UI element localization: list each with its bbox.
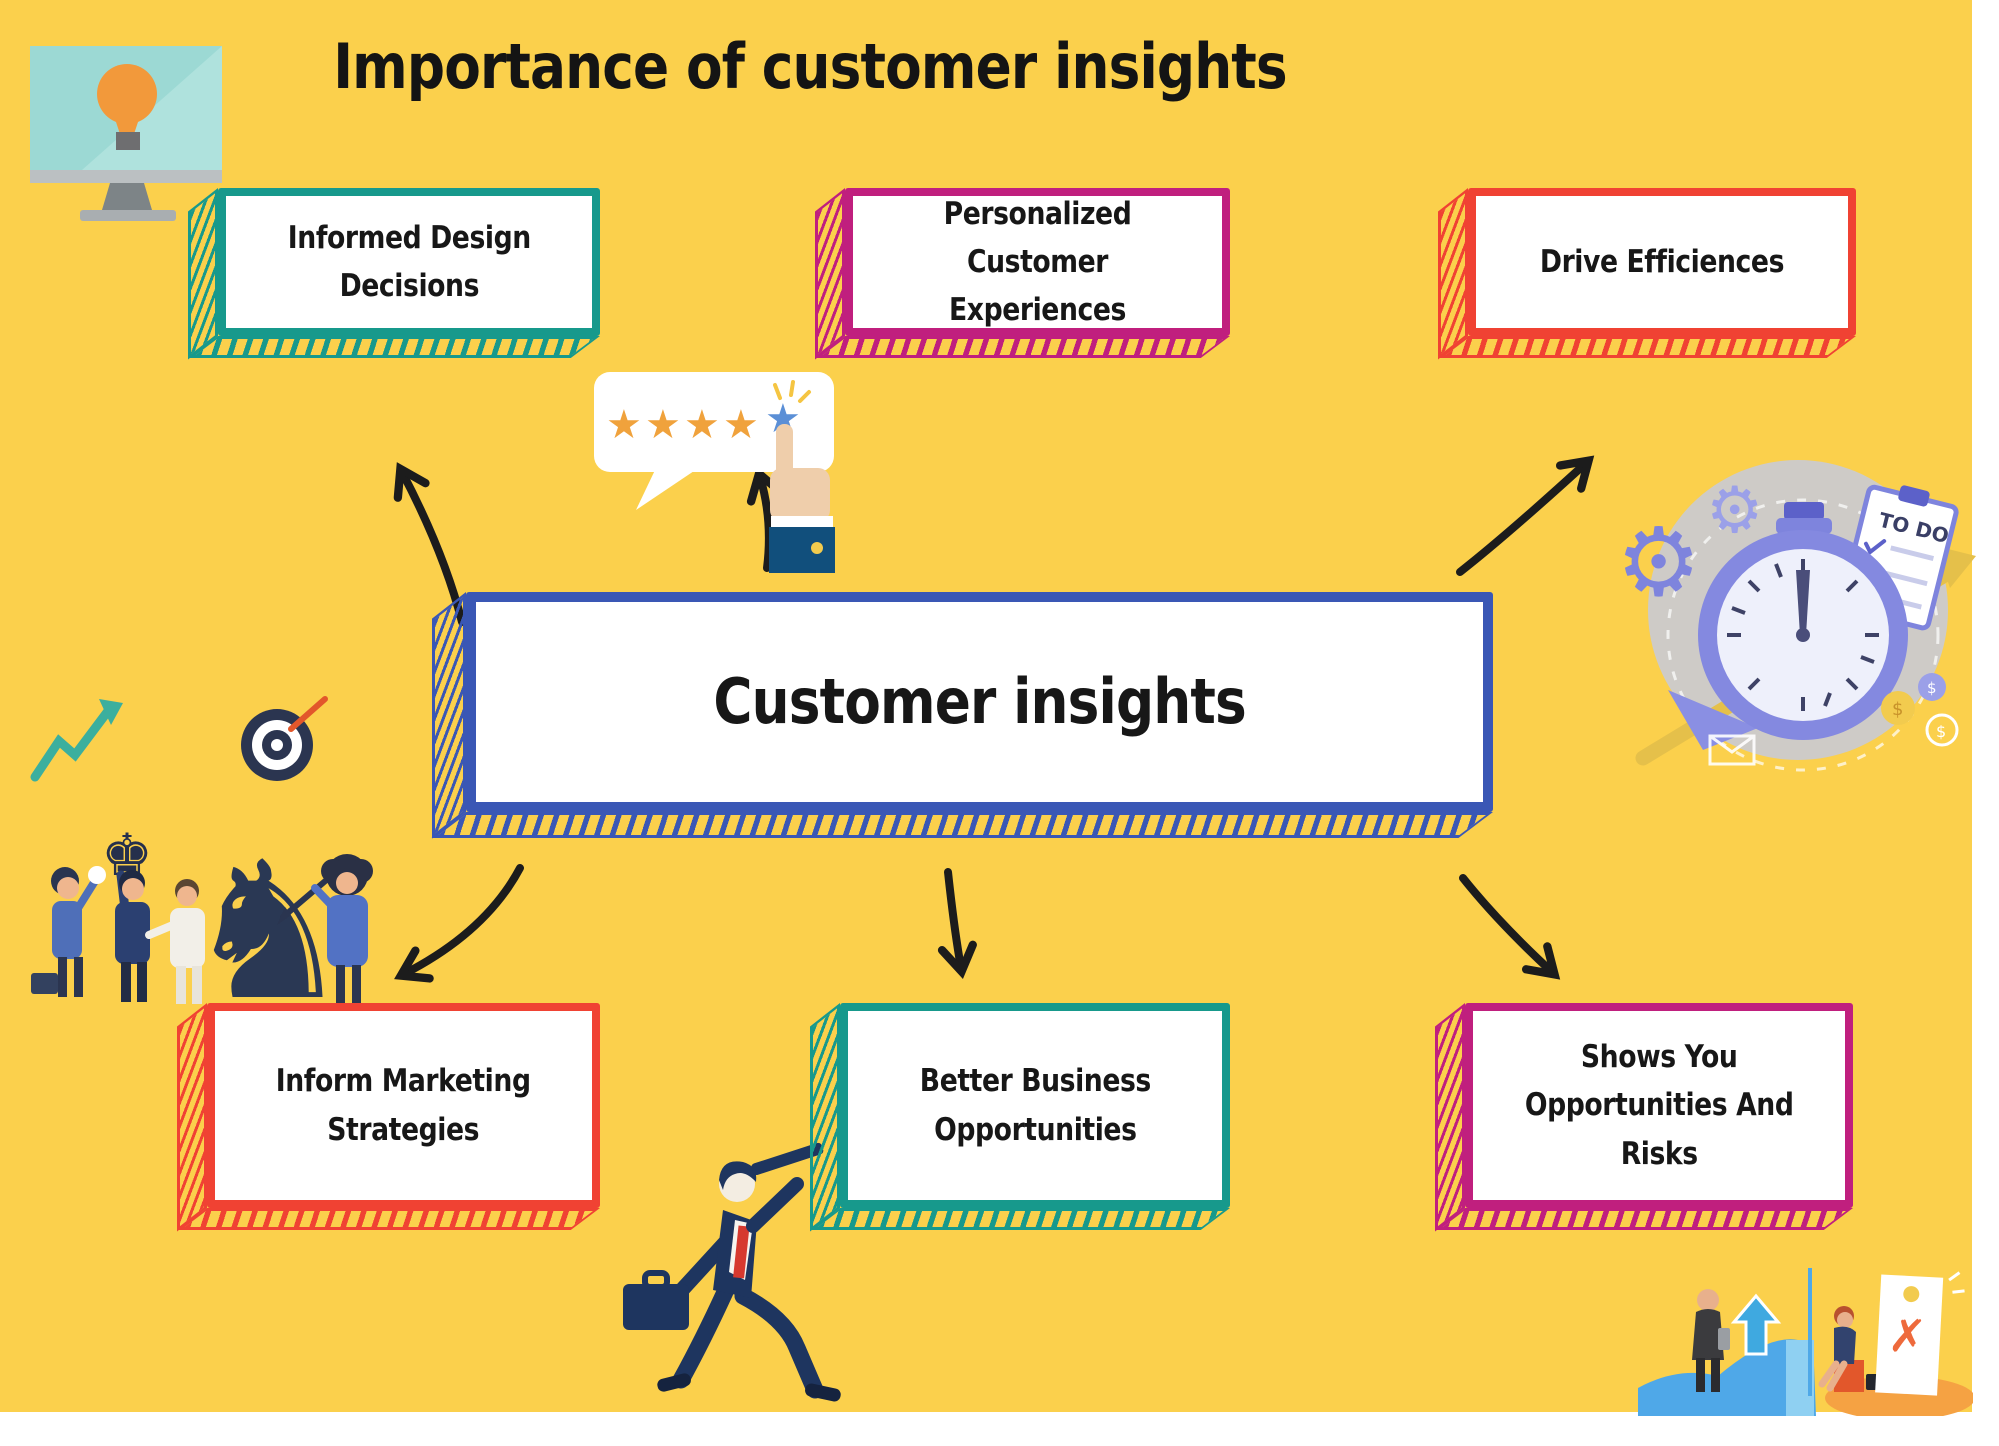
star-icon: ★ <box>684 402 720 448</box>
front-leg <box>734 1287 824 1399</box>
box-side-bottom <box>431 812 1493 838</box>
watch-hand <box>1796 570 1810 635</box>
cross-icon: ✗ <box>1887 1308 1928 1364</box>
growth-zigzag-arrow <box>30 702 116 782</box>
box-side-left <box>810 1003 840 1232</box>
laptop <box>1718 1328 1730 1350</box>
opportunities-and-risks-illustration: ✗ <box>1638 1268 1973 1416</box>
briefcase <box>31 973 58 994</box>
lightbulb-icon <box>97 64 157 124</box>
envelope-outline <box>1708 734 1756 766</box>
node-customer-insights: Customer insights <box>431 592 1493 839</box>
raised-arm <box>746 1177 804 1233</box>
waterfall <box>1786 1340 1814 1416</box>
center-label: Customer insights <box>713 664 1246 738</box>
person-navy-suit <box>115 870 150 1002</box>
svg-text:$: $ <box>1936 722 1946 741</box>
sitting-woman <box>1818 1306 1886 1392</box>
monitor-base <box>80 210 176 221</box>
cufflink <box>811 542 823 554</box>
node-label: Shows You Opportunities And Risks <box>1524 1039 1794 1172</box>
back-leg <box>672 1283 734 1389</box>
box-side-left <box>1435 1003 1465 1232</box>
speech-bubble <box>594 372 834 472</box>
box-side-left <box>815 188 845 360</box>
bulb-dot <box>1903 1286 1920 1303</box>
node-inform-marketing: Inform Marketing Strategies <box>177 1003 601 1232</box>
node-drive-efficiences: Drive Efficiences <box>1438 188 1856 360</box>
node-shows-opportunities-risks: Shows You Opportunities And Risks <box>1435 1003 1853 1232</box>
star-icon: ★ <box>606 402 642 448</box>
node-panel: Drive Efficiences <box>1468 188 1856 336</box>
node-panel: Better Business Opportunities <box>840 1003 1230 1208</box>
node-panel: Shows You Opportunities And Risks <box>1465 1003 1853 1208</box>
person-blue-coat <box>31 866 106 997</box>
clock-ticks <box>1727 559 1879 711</box>
box-side-left <box>177 1003 207 1232</box>
idea-monitor-illustration <box>30 46 222 221</box>
sparkles <box>1948 1271 1965 1294</box>
time-efficiency-illustration: ⚙ ⚙ TO DO $ $ $ <box>1616 460 1976 772</box>
svg-text:$: $ <box>1927 679 1937 697</box>
monitor-stand <box>102 183 152 210</box>
box-side-bottom <box>1435 1208 1853 1230</box>
monitor-bezel <box>30 170 222 183</box>
briefcase <box>623 1284 689 1330</box>
shoe <box>657 1373 691 1392</box>
red-tie <box>733 1225 750 1279</box>
node-personalized-experiences: Personalized Customer Experiences <box>815 188 1230 360</box>
svg-text:$: $ <box>1892 699 1903 720</box>
node-label: Better Business Opportunities <box>919 1063 1151 1148</box>
node-panel: Personalized Customer Experiences <box>845 188 1230 336</box>
standing-man <box>1692 1289 1730 1392</box>
center-panel: Customer insights <box>466 592 1493 812</box>
strategy-team-illustration: ♚ ♞ <box>30 696 373 1010</box>
person-white-suit <box>145 879 205 1004</box>
star-icon: ★ <box>723 402 759 448</box>
node-informed-design: Informed Design Decisions <box>188 188 601 360</box>
target-icon <box>241 696 328 781</box>
shirt-cuff <box>771 516 833 528</box>
risk-sign: ✗ <box>1875 1271 1965 1396</box>
stopwatch-crown <box>1784 502 1824 520</box>
box-side-left <box>1438 188 1468 360</box>
knight-chess-piece-icon: ♞ <box>183 821 353 1010</box>
box-side-bottom <box>188 336 601 358</box>
node-panel: Inform Marketing Strategies <box>207 1003 600 1208</box>
hand-palm <box>770 468 830 522</box>
box-side-bottom <box>177 1208 601 1230</box>
node-panel: Informed Design Decisions <box>218 188 600 336</box>
sparkle-burst <box>773 380 811 403</box>
five-star-review-illustration: ★ ★ ★ ★ ★ <box>594 372 835 573</box>
node-label: Drive Efficiences <box>1539 243 1785 280</box>
box-side-bottom <box>815 336 1230 358</box>
sleeve <box>769 527 835 573</box>
opportunity-seeker-illustration <box>623 1142 841 1402</box>
star-icon: ★ <box>645 402 681 448</box>
page-title: Importance of customer insights <box>333 30 1287 103</box>
blue-path <box>1638 1339 1816 1416</box>
box-side-bottom <box>810 1208 1230 1230</box>
box-side-bottom <box>1438 336 1856 358</box>
bulb-base <box>116 132 140 150</box>
gear-icon: ⚙ <box>1616 508 1701 618</box>
bubble-tail <box>636 468 694 510</box>
box-side-left <box>432 592 466 839</box>
shoe <box>805 1383 841 1402</box>
telescope <box>751 1142 824 1176</box>
node-label: Informed Design Decisions <box>287 219 531 304</box>
person-blue-dress <box>277 854 373 1003</box>
coins: $ $ $ <box>1881 673 1959 747</box>
node-label: Personalized Customer Experiences <box>943 195 1132 329</box>
node-better-business: Better Business Opportunities <box>810 1003 1230 1232</box>
node-label: Inform Marketing Strategies <box>276 1063 531 1148</box>
hair <box>719 1161 757 1190</box>
gear-icon: ⚙ <box>1706 474 1763 548</box>
up-arrow <box>1730 1293 1782 1356</box>
